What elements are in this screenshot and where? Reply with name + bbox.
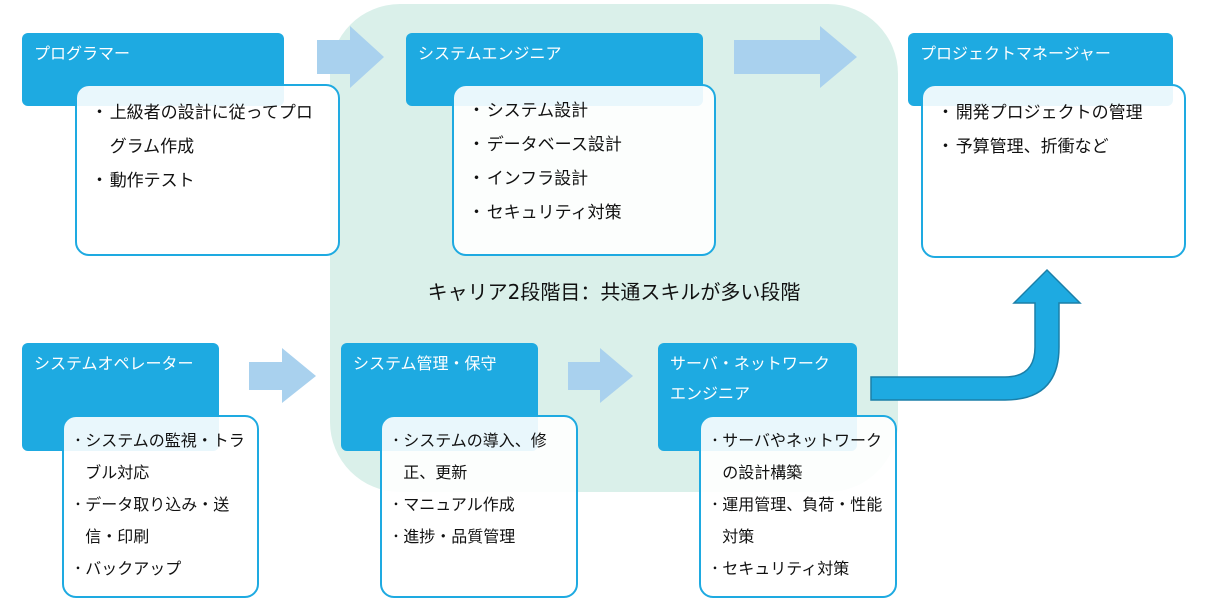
role-detail-item: 上級者の設計に従ってプログラム作成 <box>91 96 324 164</box>
arrow-right-icon <box>734 26 857 88</box>
role-detail-item: セキュリティ対策 <box>468 196 700 230</box>
role-detail-item: データ取り込み・送信・印刷 <box>74 489 247 553</box>
role-details-system-operator: システムの監視・トラブル対応 データ取り込み・送信・印刷 バックアップ <box>62 415 259 598</box>
role-detail-item: 開発プロジェクトの管理 <box>937 96 1170 130</box>
role-detail-item: 動作テスト <box>91 164 324 198</box>
role-details-programmer: 上級者の設計に従ってプログラム作成 動作テスト <box>75 84 340 256</box>
role-detail-item: 予算管理、折衝など <box>937 130 1170 164</box>
role-details-server-network-engineer: サーバやネットワークの設計構築 運用管理、負荷・性能対策 セキュリティ対策 <box>699 415 897 598</box>
role-detail-item: 運用管理、負荷・性能対策 <box>711 489 885 553</box>
role-title-text: システムエンジニア <box>418 44 562 63</box>
role-details-system-engineer: システム設計 データベース設計 インフラ設計 セキュリティ対策 <box>452 84 716 256</box>
bent-up-arrow-icon <box>870 268 1082 401</box>
role-title-text: システム管理・保守 <box>353 354 497 373</box>
role-details-system-maintenance: システムの導入、修正、更新 マニュアル作成 進捗・品質管理 <box>380 415 578 598</box>
role-detail-item: マニュアル作成 <box>392 489 566 521</box>
role-title-text: プログラマー <box>34 44 131 63</box>
role-title-text: システムオペレーター <box>34 354 194 373</box>
role-detail-item: サーバやネットワークの設計構築 <box>711 425 885 489</box>
role-detail-item: システムの監視・トラブル対応 <box>74 425 247 489</box>
role-detail-item: システム設計 <box>468 94 700 128</box>
role-detail-item: バックアップ <box>74 553 247 585</box>
role-title-text: サーバ・ネットワークエンジニア <box>670 354 830 403</box>
role-detail-item: データベース設計 <box>468 128 700 162</box>
role-detail-item: セキュリティ対策 <box>711 553 885 585</box>
role-detail-item: インフラ設計 <box>468 162 700 196</box>
role-detail-item: システムの導入、修正、更新 <box>392 425 566 489</box>
role-detail-item: 進捗・品質管理 <box>392 521 566 553</box>
arrow-right-icon <box>568 348 633 403</box>
arrow-right-icon <box>249 348 316 403</box>
arrow-right-icon <box>317 26 384 88</box>
role-title-text: プロジェクトマネージャー <box>920 44 1111 63</box>
role-details-project-manager: 開発プロジェクトの管理 予算管理、折衝など <box>921 84 1186 258</box>
career-stage-2-label: キャリア2段階目：共通スキルが多い段階 <box>427 280 801 304</box>
